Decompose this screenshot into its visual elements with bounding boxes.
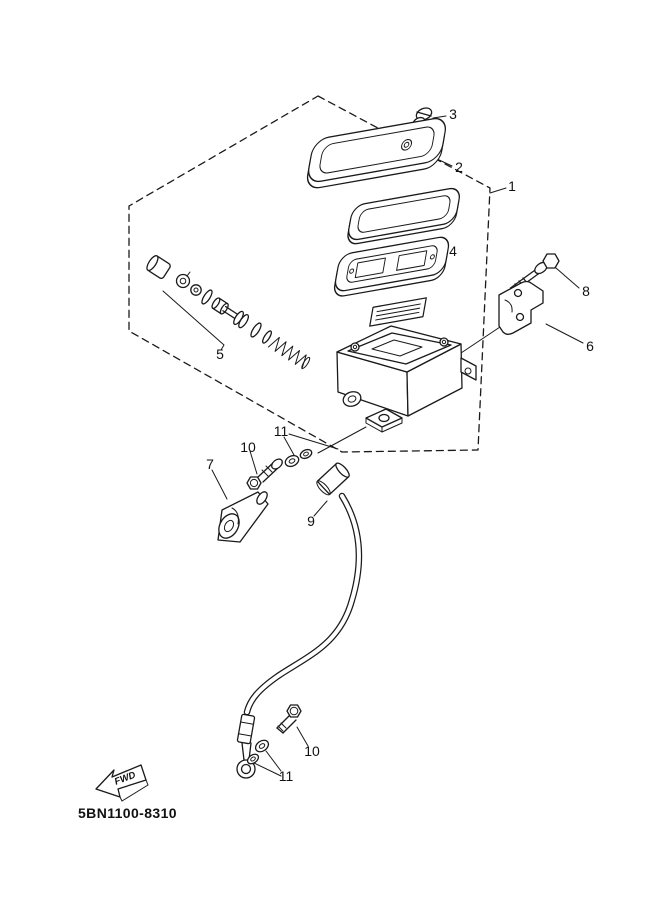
leader-lines <box>162 115 584 777</box>
part-11-lower-washers <box>246 739 270 765</box>
part-5-piston-kit <box>146 255 311 370</box>
banjo-eye <box>236 759 256 779</box>
label-part-7: 7 <box>206 456 214 472</box>
label-part-8: 8 <box>582 283 590 299</box>
label-part-1: 1 <box>508 178 516 194</box>
part-4-diaphragm <box>333 236 450 297</box>
label-part-9: 9 <box>307 513 315 529</box>
part-9-hose-joint <box>316 462 350 496</box>
label-part-10-upper: 10 <box>240 439 256 455</box>
part-6-holder-clamp <box>498 280 544 335</box>
label-part-3: 3 <box>449 106 457 122</box>
label-part-5: 5 <box>216 346 224 362</box>
part-4-plate <box>347 187 460 245</box>
hose-end-fitting <box>236 713 256 779</box>
gasket-plate <box>369 297 427 327</box>
part-labels: 1 2 3 4 5 6 7 8 9 10 11 10 11 <box>206 106 594 784</box>
label-part-10-lower: 10 <box>304 743 320 759</box>
assembly-boundary <box>128 95 491 453</box>
label-part-11-lower: 11 <box>279 768 294 784</box>
brake-hose-inner <box>245 494 361 714</box>
label-part-6: 6 <box>586 338 594 354</box>
return-spring <box>267 336 311 370</box>
brake-hose <box>243 492 363 716</box>
part-10-upper-union-bolt <box>246 458 283 490</box>
fwd-arrow: FWD <box>95 764 149 802</box>
part-10-lower-union-bolt <box>276 704 302 734</box>
part-11-upper-washers <box>284 448 313 468</box>
master-cylinder-body <box>336 325 477 433</box>
catalog-number: 5BN1100-8310 <box>78 805 177 821</box>
part-8-bolt <box>509 253 560 293</box>
part-7-boot <box>217 491 269 543</box>
label-part-11-upper: 11 <box>274 423 289 439</box>
label-part-2: 2 <box>455 159 463 175</box>
label-part-4: 4 <box>449 243 457 259</box>
part-2-reservoir-cover <box>306 117 446 189</box>
